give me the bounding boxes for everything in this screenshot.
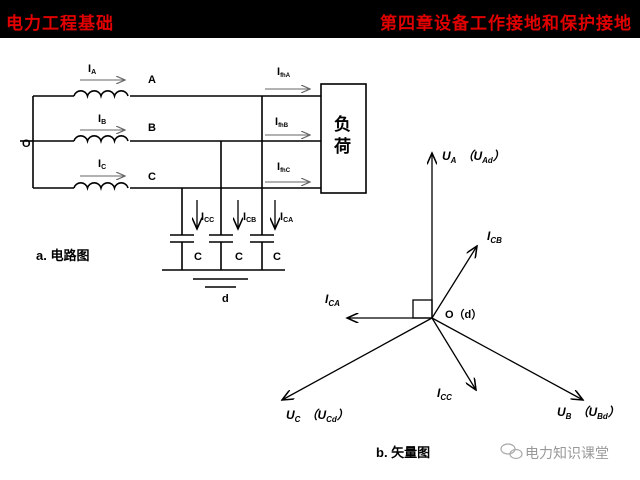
vector-icb <box>431 246 477 319</box>
svg-text:负: 负 <box>334 114 351 134</box>
svg-text:d: d <box>222 293 229 305</box>
vector-ub <box>431 317 583 400</box>
inductors <box>33 90 129 192</box>
circuit-diagram <box>20 80 367 288</box>
current-arrows <box>80 80 310 182</box>
svg-text:IfhA: IfhA <box>277 66 291 79</box>
svg-text:b. 矢量图: b. 矢量图 <box>376 445 430 460</box>
course-title: 电力工程基础 <box>6 14 114 34</box>
wechat-icon <box>500 443 523 460</box>
svg-text:ICB: ICB <box>487 229 502 245</box>
svg-text:a. 电路图: a. 电路图 <box>36 248 89 263</box>
cap-current-arrows <box>197 200 275 229</box>
svg-text:ICA: ICA <box>280 211 293 224</box>
svg-text:O（d）: O（d） <box>445 308 482 321</box>
chapter-title: 第四章设备工作接地和保护接地 <box>380 14 632 34</box>
vector-uc <box>282 317 433 400</box>
svg-text:UA（UAd）: UA（UAd） <box>442 149 505 165</box>
svg-text:A: A <box>148 74 156 86</box>
svg-text:电力知识课堂: 电力知识课堂 <box>525 445 609 461</box>
svg-text:ICC: ICC <box>201 211 214 224</box>
svg-text:O: O <box>22 138 31 150</box>
svg-text:ICA: ICA <box>325 292 340 308</box>
svg-text:IC: IC <box>98 158 106 171</box>
svg-text:UB（UBd）: UB（UBd） <box>557 405 620 421</box>
svg-text:UC（UCd）: UC（UCd） <box>286 408 349 424</box>
svg-text:ICB: ICB <box>243 211 256 224</box>
circuit-labels: O A B C IA IB IC IfhA IfhB IfhC 负 荷 ICC … <box>22 63 351 305</box>
vector-diagram <box>282 153 583 400</box>
svg-text:IA: IA <box>88 63 96 76</box>
svg-text:荷: 荷 <box>334 136 351 156</box>
header-bar: 电力工程基础 第四章设备工作接地和保护接地 <box>0 0 640 38</box>
load-box <box>320 83 367 194</box>
svg-text:C: C <box>194 251 202 263</box>
svg-text:C: C <box>235 251 243 263</box>
svg-text:C: C <box>148 171 156 183</box>
vector-icc <box>431 317 476 390</box>
svg-text:ICC: ICC <box>437 386 452 402</box>
watermark: 电力知识课堂 <box>500 443 609 461</box>
vector-labels: UA（UAd） ICB ICA O（d） ICC UC（UCd） UB（UBd）… <box>286 149 620 460</box>
ground-symbol <box>162 269 285 288</box>
svg-text:B: B <box>148 122 156 134</box>
svg-text:IfhC: IfhC <box>277 161 291 174</box>
capacitors <box>170 234 274 270</box>
svg-text:IB: IB <box>98 113 106 126</box>
svg-text:IfhB: IfhB <box>275 116 289 129</box>
svg-text:C: C <box>273 251 281 263</box>
